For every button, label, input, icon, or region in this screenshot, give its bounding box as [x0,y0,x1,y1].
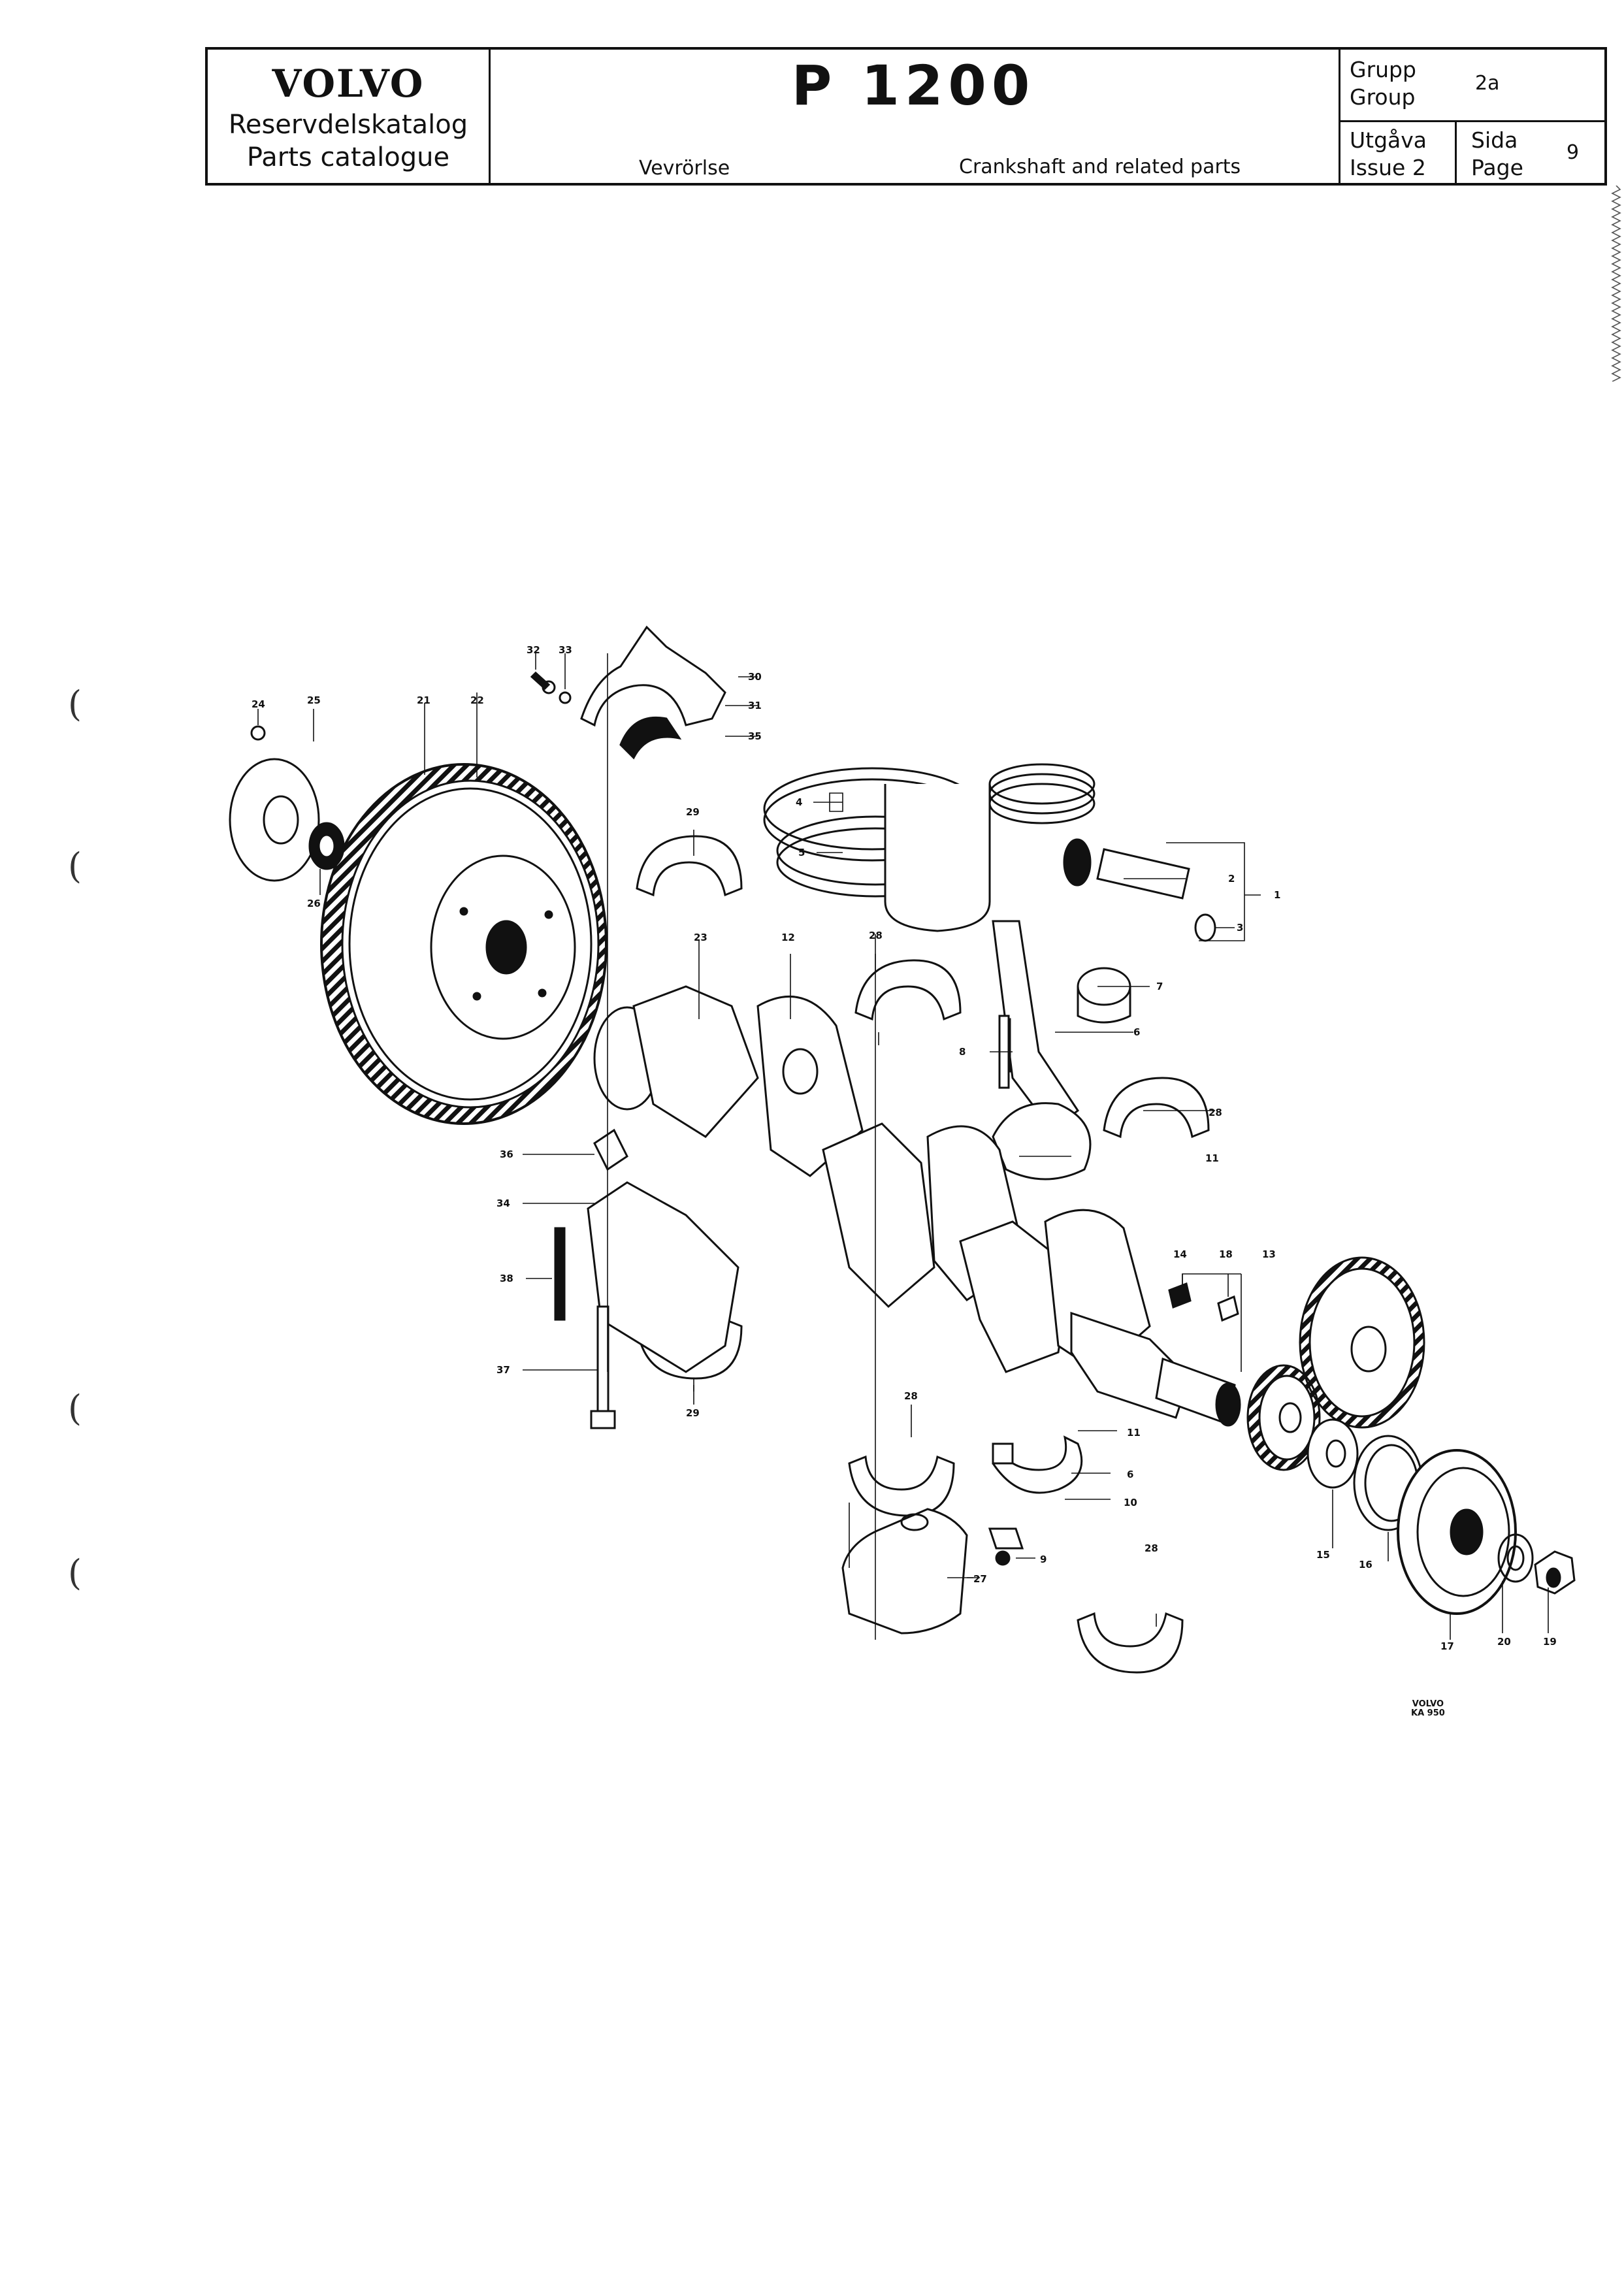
callout-23: 23 [694,932,707,943]
flywheel [320,763,608,1125]
callout-35: 35 [748,730,762,742]
callout-29-bottom: 29 [686,1407,700,1419]
callout-28-right: 28 [1209,1107,1222,1118]
callout-21: 21 [417,694,430,706]
callout-19: 19 [1543,1636,1557,1648]
callout-1: 1 [1274,889,1280,901]
callout-7: 7 [1156,981,1163,992]
callout-28-top: 28 [869,930,883,941]
callout-28-lower: 28 [904,1390,918,1402]
header-divider [1339,120,1604,122]
callout-28-bottom: 28 [1145,1542,1158,1554]
crankshaft [593,985,1241,1427]
callout-15: 15 [1316,1549,1330,1561]
header-divider [1339,50,1340,183]
brand-cell: VOLVO Reservdelskatalog Parts catalogue [208,50,489,183]
callout-33: 33 [559,644,572,656]
rear-bearing-cap [530,625,726,760]
callout-2: 2 [1228,873,1235,885]
callout-8: 8 [959,1046,966,1058]
binding-bracket: ( [68,683,82,724]
callout-22: 22 [470,694,484,706]
main-bearing-cap [587,1128,968,1635]
callout-32: 32 [527,644,540,656]
callout-20: 20 [1497,1636,1511,1648]
callout-11-lower: 11 [1127,1427,1141,1439]
callout-11: 11 [1205,1152,1219,1164]
connecting-rod-cap [988,1015,1083,1566]
catalog-header: VOLVO Reservdelskatalog Parts catalogue … [205,47,1607,186]
bearing-cap-bolt [554,1227,616,1429]
group-value: 2a [1475,72,1500,95]
callout-13: 13 [1262,1248,1276,1260]
catalog-title-english: Parts catalogue [246,142,450,172]
callout-17: 17 [1440,1640,1454,1652]
group-label-english: Group [1350,84,1416,110]
section-title-swedish: Vevrörlse [639,157,730,180]
woodruff-key [1168,1282,1239,1322]
callout-6-rod-cap: 6 [1127,1469,1133,1480]
callout-34: 34 [496,1197,510,1209]
callout-18: 18 [1219,1248,1233,1260]
callout-36: 36 [500,1148,513,1160]
flywheel-plate [229,725,345,882]
callout-38: 38 [500,1273,513,1284]
drawing-code-brand: VOLVO [1412,1699,1444,1709]
callout-6: 6 [1133,1026,1140,1038]
callout-4: 4 [796,796,802,808]
binding-edge-marks [1611,186,1621,382]
binding-bracket: ( [68,1388,82,1429]
callout-3: 3 [1237,922,1243,934]
callout-31: 31 [748,700,762,711]
callout-5: 5 [798,847,805,858]
callout-25: 25 [307,694,321,706]
callout-30: 30 [748,671,762,683]
binding-bracket: ( [68,1552,82,1593]
group-label-swedish: Grupp [1350,57,1416,82]
section-title-english: Crankshaft and related parts [959,155,1241,178]
drawing-code-number: KA 950 [1411,1708,1445,1718]
page-number: 9 [1567,141,1580,164]
leader-lines [257,653,1549,1640]
callout-14: 14 [1173,1248,1187,1260]
volvo-logo: VOLVO [272,61,425,106]
callout-16: 16 [1359,1559,1372,1571]
catalog-title-swedish: Reservdelskatalog [228,110,468,140]
callout-10: 10 [1124,1497,1137,1508]
page-label-english: Page [1471,155,1523,180]
drawing-reference-code: VOLVO KA 950 [1411,1700,1445,1718]
callout-9: 9 [1040,1554,1047,1565]
callout-27: 27 [973,1573,987,1585]
header-divider [1455,120,1457,183]
callout-24: 24 [252,698,265,710]
callout-37: 37 [496,1364,510,1376]
issue-label-swedish: Utgåva [1350,127,1427,153]
callout-26: 26 [307,898,321,909]
binding-bracket: ( [68,845,82,887]
model-name: P 1200 [791,54,1035,118]
callout-12: 12 [781,932,795,943]
header-divider [489,50,491,183]
issue-label-english: Issue 2 [1350,155,1426,180]
callout-29-top: 29 [686,806,700,818]
crankshaft-pulley [1307,1418,1576,1615]
piston [763,763,1216,1024]
page-label-swedish: Sida [1471,127,1518,153]
timing-gear [1246,1256,1425,1471]
